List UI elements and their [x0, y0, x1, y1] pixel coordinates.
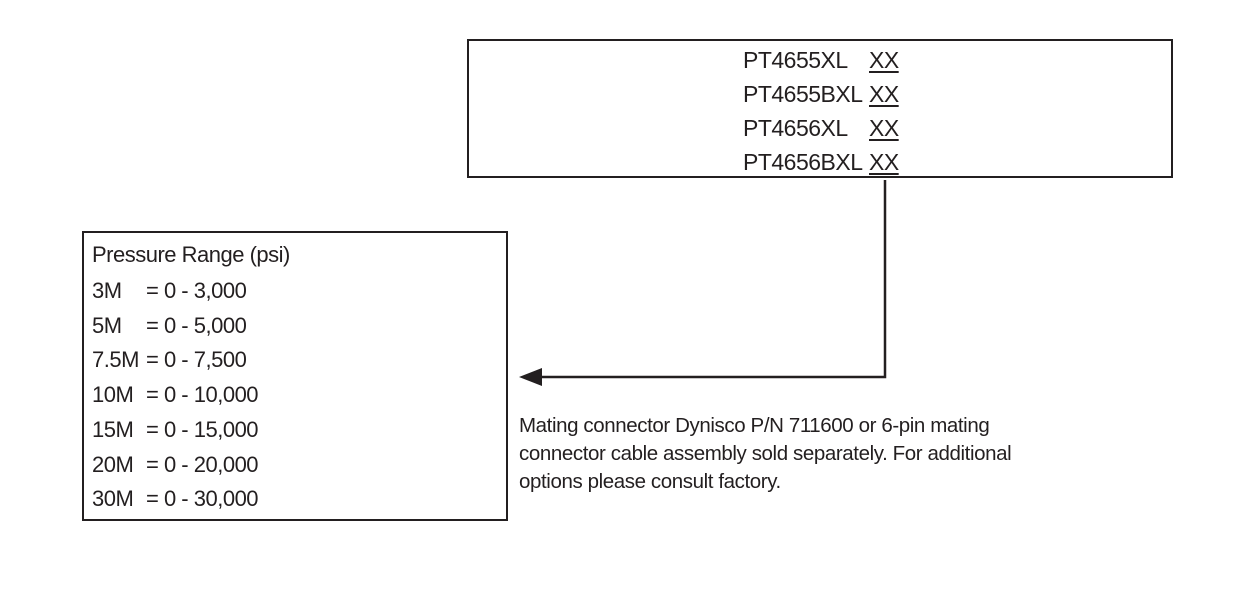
pressure-range-row: 15M = 0 - 15,000: [92, 415, 259, 445]
model-number-box: [467, 39, 1173, 178]
model-code: PT4655XL: [743, 47, 848, 73]
range-code: 30M: [92, 486, 134, 511]
model-row: PT4655XL XX: [743, 44, 899, 76]
range-code: 15M: [92, 417, 134, 442]
connector-line: [538, 180, 887, 379]
pressure-range-row: 3M = 0 - 3,000: [92, 276, 247, 306]
arrowhead-icon: [519, 368, 542, 386]
model-suffix-placeholder: XX: [869, 115, 899, 141]
model-code: PT4656BXL: [743, 149, 863, 175]
model-code: PT4655BXL: [743, 81, 863, 107]
range-value: = 0 - 3,000: [146, 278, 247, 303]
pressure-range-row: 7.5M = 0 - 7,500: [92, 345, 247, 375]
range-value: = 0 - 30,000: [146, 486, 259, 511]
range-code: 10M: [92, 382, 134, 407]
model-suffix-placeholder: XX: [869, 47, 899, 73]
range-value: = 0 - 7,500: [146, 347, 247, 372]
model-suffix-placeholder: XX: [869, 149, 899, 175]
note-line: options please consult factory.: [519, 470, 781, 493]
range-value: = 0 - 10,000: [146, 382, 259, 407]
range-value: = 0 - 5,000: [146, 313, 247, 338]
pressure-range-row: 5M = 0 - 5,000: [92, 311, 247, 341]
pressure-range-row: 20M = 0 - 20,000: [92, 450, 259, 480]
range-code: 5M: [92, 313, 122, 338]
pressure-range-row: 10M = 0 - 10,000: [92, 380, 259, 410]
model-suffix-placeholder: XX: [869, 81, 899, 107]
model-row: PT4656XL XX: [743, 112, 899, 144]
note-line: Mating connector Dynisco P/N 711600 or 6…: [519, 414, 990, 437]
range-code: 3M: [92, 278, 122, 303]
pressure-range-title: Pressure Range (psi): [92, 242, 290, 267]
range-code: 7.5M: [92, 347, 139, 372]
range-value: = 0 - 15,000: [146, 417, 259, 442]
pressure-range-box: [82, 231, 508, 521]
mating-connector-note: Mating connector Dynisco P/N 711600 or 6…: [519, 412, 1059, 496]
range-value: = 0 - 20,000: [146, 452, 259, 477]
range-code: 20M: [92, 452, 134, 477]
model-code: PT4656XL: [743, 115, 848, 141]
note-line: connector cable assembly sold separately…: [519, 442, 1012, 465]
pressure-range-row: 30M = 0 - 30,000: [92, 484, 259, 514]
